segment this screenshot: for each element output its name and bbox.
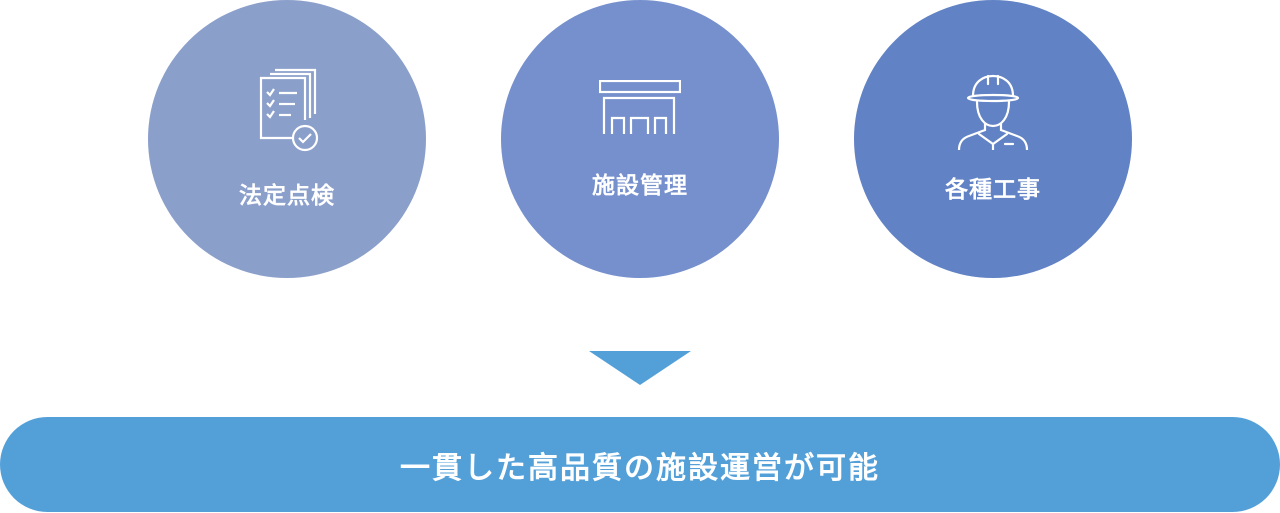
service-circle-legal-inspection: 法定点検 [148,0,426,278]
service-circle-facility-management: 施設管理 [501,0,779,278]
construction-worker-icon [955,74,1031,154]
down-triangle-icon [589,351,691,385]
service-label: 法定点検 [239,183,335,209]
building-facility-icon [598,79,682,140]
result-banner: 一貫した高品質の施設運営が可能 [0,417,1280,512]
service-label: 各種工事 [945,177,1041,203]
checklist-document-icon [255,68,319,158]
service-circle-construction-works: 各種工事 [854,0,1132,278]
service-label: 施設管理 [592,173,688,199]
result-label: 一貫した高品質の施設運営が可能 [400,450,880,486]
